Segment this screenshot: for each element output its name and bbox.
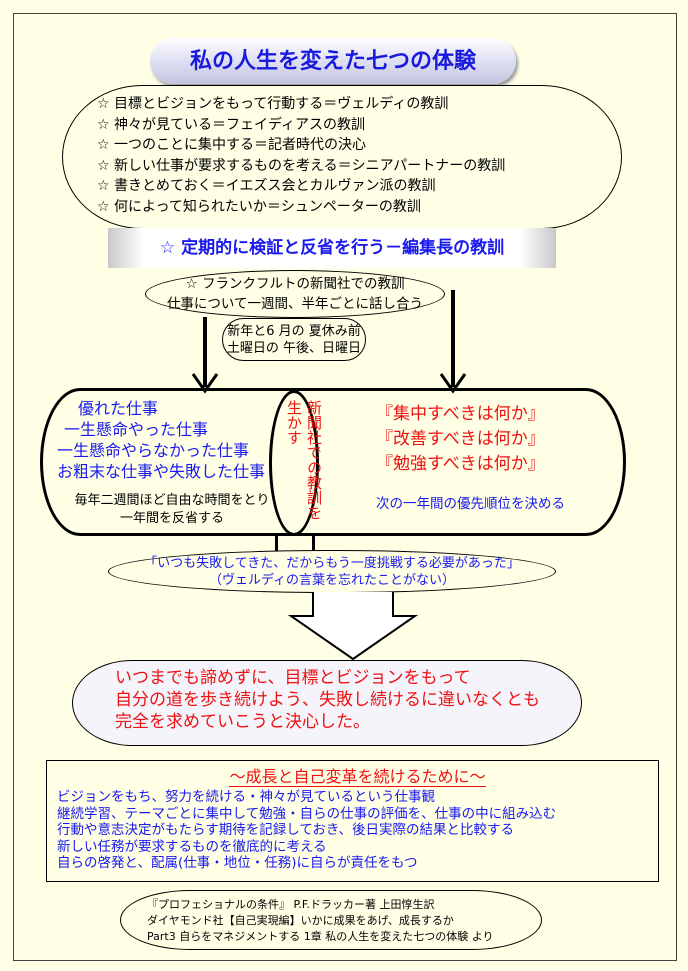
resolution-line: 自分の道を歩き続けよう、失敗し続けるに違いなくとも <box>115 690 540 710</box>
citation-bubble: 『プロフェショナルの条件』 P.F.ドラッカー著 上田惇生訳 ダイヤモンド社【自… <box>120 890 542 950</box>
page-title: 私の人生を変えた七つの体験 <box>150 38 516 84</box>
left-note: 毎年二週間ほど自由な時間をとり 一年間を反省する <box>62 492 282 528</box>
resolution-line: 完全を求めていこうと決心した。 <box>115 712 370 732</box>
lesson-item: ☆ 神々が見ている＝フェイディアスの教訓 <box>97 116 366 133</box>
left-item: 一生懸命やった仕事 <box>64 420 209 439</box>
schedule-line: 土曜日の 午後、日曜日 <box>226 341 362 356</box>
growth-title: ～成長と自己変革を続けるために～ <box>57 765 658 789</box>
growth-line: ビジョンをもち、努力を続ける・神々が見ているという仕事観 <box>57 789 435 805</box>
left-item: お粗末な仕事や失敗した仕事 <box>57 462 266 481</box>
center-ellipse <box>269 390 319 536</box>
growth-box: ～成長と自己変革を続けるために～ ビジョンをもち、努力を続ける・神々が見ていると… <box>46 760 659 882</box>
growth-line: 新しい任務が要求するものを徹底的に考える <box>57 838 327 855</box>
right-question: 『勉強すべきは何か』 <box>376 454 545 474</box>
resolution-bubble: いつまでも諦めずに、目標とビジョンをもって 自分の道を歩き続けよう、失敗し続ける… <box>72 660 582 746</box>
right-question: 『集中すべきは何か』 <box>376 404 545 424</box>
right-note: 次の一年間の優先順位を決める <box>376 496 565 512</box>
lesson-item: ☆ 目標とビジョンをもって行動する＝ヴェルディの教訓 <box>97 96 449 112</box>
lesson-item: ☆ 何によって知られたいか＝シュンペーターの教訓 <box>97 198 421 215</box>
citation-line: 『プロフェショナルの条件』 P.F.ドラッカー著 上田惇生訳 <box>147 898 435 911</box>
arrow-right-shaft <box>451 290 455 387</box>
resolution-line: いつまでも諦めずに、目標とビジョンをもって <box>115 668 471 688</box>
left-note-line: 毎年二週間ほど自由な時間をとり <box>74 493 270 508</box>
arrow-down-icon <box>439 373 467 394</box>
connector <box>275 535 315 551</box>
seven-lessons-bubble: ☆ 目標とビジョンをもって行動する＝ヴェルディの教訓 ☆ 神々が見ている＝フェイ… <box>62 85 622 229</box>
verdi-quote-bubble: 「いつも失敗してきた、だからもう一度挑戦する必要があった」 （ヴェルディの言葉を… <box>108 550 556 593</box>
frankfurt-detail: 仕事について一週間、半年ごとに話し合う <box>166 296 424 312</box>
lesson-item: ☆ 一つのことに集中する＝記者時代の決心 <box>97 137 366 153</box>
arrow-down-icon <box>191 373 219 394</box>
schedule-line: 新年と6 月の 夏休み前 <box>227 324 361 339</box>
citation-line: Part3 自らをマネジメントする 1章 私の人生を変えた七つの体験 より <box>147 930 494 943</box>
left-item: 一生懸命やらなかった仕事 <box>57 441 250 460</box>
left-item: 優れた仕事 <box>78 399 159 418</box>
arrow-left-shaft <box>203 317 207 387</box>
growth-line: 行動や意志決定がもたらす期待を記録しておき、後日実際の結果と比較する <box>57 822 514 838</box>
center-text: 新聞社での教訓を生かす <box>285 400 323 520</box>
citation-line: ダイヤモンド社【自己実現編】いかに成果をあげ、成長するか <box>147 914 454 927</box>
lesson-item: ☆ 書きとめておく＝イエズス会とカルヴァン派の教訓 <box>97 178 436 194</box>
growth-line: 継続学習、テーマごとに集中して勉強・自らの仕事の評価を、仕事の中に組み込む <box>57 805 557 822</box>
review-capsule <box>40 388 626 536</box>
left-note-line: 一年間を反省する <box>119 511 224 526</box>
schedule-bubble: 新年と6 月の 夏休み前 土曜日の 午後、日曜日 <box>222 318 366 361</box>
quote-line: 「いつも失敗してきた、だからもう一度挑戦する必要があった」 <box>144 556 520 571</box>
right-question: 『改善すべきは何か』 <box>376 429 545 449</box>
lesson-item: ☆ 新しい仕事が要求するものを考える＝シニアパートナーの教訓 <box>97 157 506 174</box>
growth-line: 自らの啓発と、配属(仕事・地位・任務)に自らが責任をもつ <box>57 855 418 871</box>
frankfurt-title: ☆ フランクフルトの新聞社での教訓 <box>185 276 405 292</box>
frankfurt-lesson-bubble: ☆ フランクフルトの新聞社での教訓 仕事について一週間、半年ごとに話し合う <box>145 270 445 318</box>
editor-lesson-banner: ☆ 定期的に検証と反省を行う－編集長の教訓 <box>108 228 556 268</box>
quote-line: （ヴェルディの言葉を忘れたことがない） <box>208 573 456 588</box>
page-frame <box>13 13 677 961</box>
big-arrow-down-icon <box>288 592 418 661</box>
growth-title-text: ～成長と自己変革を続けるために～ <box>229 767 486 787</box>
